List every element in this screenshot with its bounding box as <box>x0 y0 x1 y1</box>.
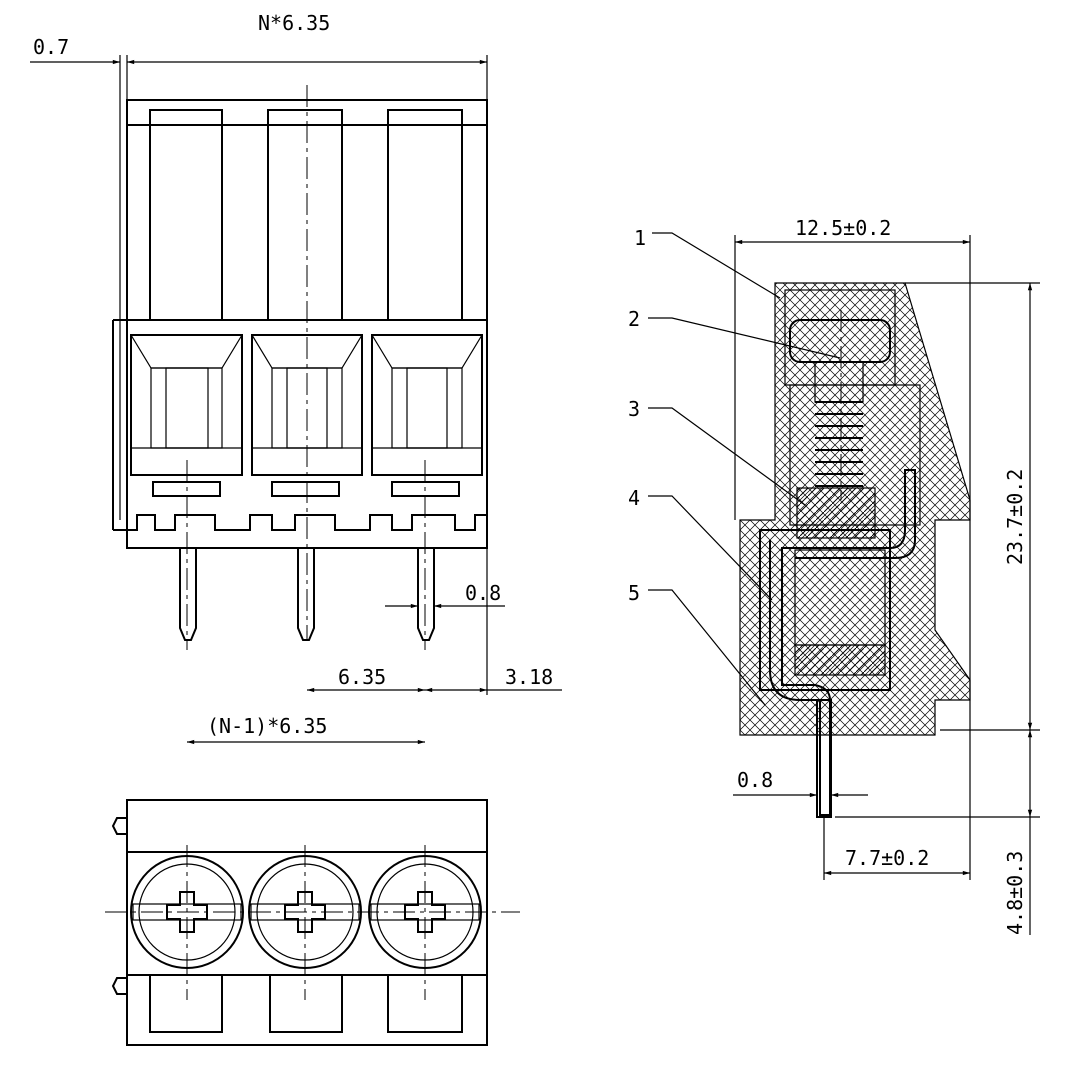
dim-width-label: N*6.35 <box>258 11 330 35</box>
front-view: 0.7 N*6.35 0.8 6.35 3.18 (N-1)*6.35 <box>30 11 562 745</box>
dim-offset-label: 0.7 <box>33 35 69 59</box>
callout-2: 2 <box>628 307 640 331</box>
dim-edge-label: 3.18 <box>505 665 553 689</box>
screw-thread <box>814 361 864 487</box>
dim-height-label: 23.7±0.2 <box>1003 469 1027 565</box>
callout-5: 5 <box>628 581 640 605</box>
dim-span-label: (N-1)*6.35 <box>207 714 327 738</box>
dim-pin-position-label: 7.7±0.2 <box>845 846 929 870</box>
dim-depth-label: 12.5±0.2 <box>795 216 891 240</box>
dim-pin-length-label: 4.8±0.3 <box>1003 851 1027 935</box>
dim-side-pin-label: 0.8 <box>737 768 773 792</box>
wire-entry-slots <box>149 109 463 321</box>
side-section-view: 1 2 3 4 5 12.5±0.2 23.7±0.2 4.8±0.3 0.8 … <box>628 216 1040 935</box>
callout-1: 1 <box>634 226 646 250</box>
callout-3: 3 <box>628 397 640 421</box>
callout-4: 4 <box>628 486 640 510</box>
top-view <box>105 799 520 1046</box>
pins <box>179 548 435 641</box>
dim-pitch-label: 6.35 <box>338 665 386 689</box>
dim-pin-width-label: 0.8 <box>465 581 501 605</box>
